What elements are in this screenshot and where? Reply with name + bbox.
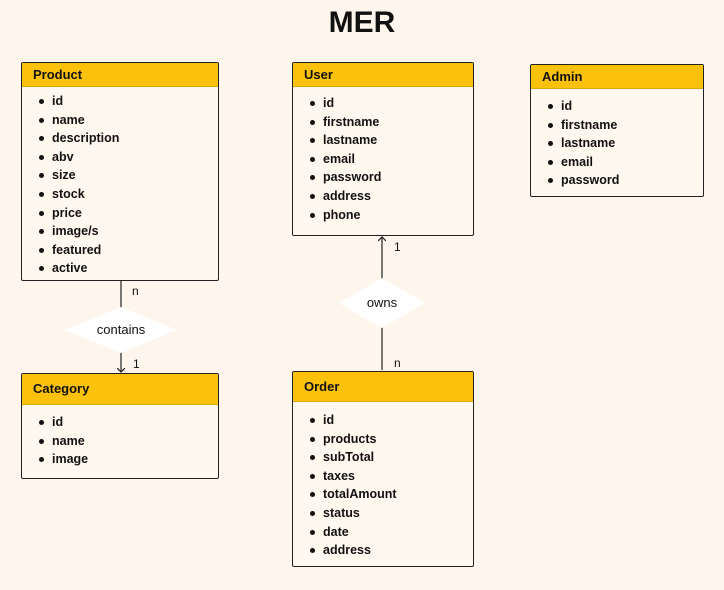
attribute-order-7: address	[293, 541, 473, 560]
attribute-order-1: products	[293, 430, 473, 449]
owns-label: owns	[366, 295, 398, 310]
attribute-product-4: size	[22, 166, 218, 185]
attribute-product-7: image/s	[22, 222, 218, 241]
contains-diamond	[65, 307, 177, 353]
attribute-user-5: address	[293, 187, 473, 206]
attribute-admin-3: email	[531, 153, 703, 172]
attribute-product-3: abv	[22, 148, 218, 167]
attribute-order-6: date	[293, 523, 473, 542]
entity-admin-name: Admin	[531, 65, 703, 89]
attribute-admin-0: id	[531, 97, 703, 116]
attribute-user-4: password	[293, 168, 473, 187]
entity-order-name: Order	[293, 372, 473, 402]
attribute-product-5: stock	[22, 185, 218, 204]
attribute-user-0: id	[293, 94, 473, 113]
attribute-product-9: active	[22, 259, 218, 278]
attribute-product-0: id	[22, 92, 218, 111]
attribute-admin-4: password	[531, 171, 703, 190]
attribute-user-1: firstname	[293, 113, 473, 132]
attribute-user-2: lastname	[293, 131, 473, 150]
owns-diamond	[339, 278, 425, 328]
attribute-product-1: name	[22, 111, 218, 130]
attribute-category-0: id	[22, 413, 218, 432]
attribute-order-5: status	[293, 504, 473, 523]
entity-category-name: Category	[22, 374, 218, 405]
attribute-order-4: totalAmount	[293, 485, 473, 504]
entity-product-name: Product	[22, 63, 218, 87]
contains-cardinality-product: n	[132, 284, 139, 298]
diagram-title: MER	[328, 6, 396, 39]
contains-label: contains	[96, 322, 146, 337]
attribute-category-1: name	[22, 432, 218, 451]
owns-cardinality-user: 1	[394, 240, 401, 254]
attribute-product-8: featured	[22, 241, 218, 260]
attribute-order-0: id	[293, 411, 473, 430]
contains-cardinality-category: 1	[133, 357, 140, 371]
owns-cardinality-order: n	[394, 356, 401, 370]
attribute-order-2: subTotal	[293, 448, 473, 467]
entity-user-name: User	[293, 63, 473, 87]
attribute-order-3: taxes	[293, 467, 473, 486]
attribute-user-6: phone	[293, 206, 473, 225]
attribute-category-2: image	[22, 450, 218, 469]
attribute-product-6: price	[22, 204, 218, 223]
attribute-user-3: email	[293, 150, 473, 169]
attribute-admin-1: firstname	[531, 116, 703, 135]
attribute-admin-2: lastname	[531, 134, 703, 153]
attribute-product-2: description	[22, 129, 218, 148]
